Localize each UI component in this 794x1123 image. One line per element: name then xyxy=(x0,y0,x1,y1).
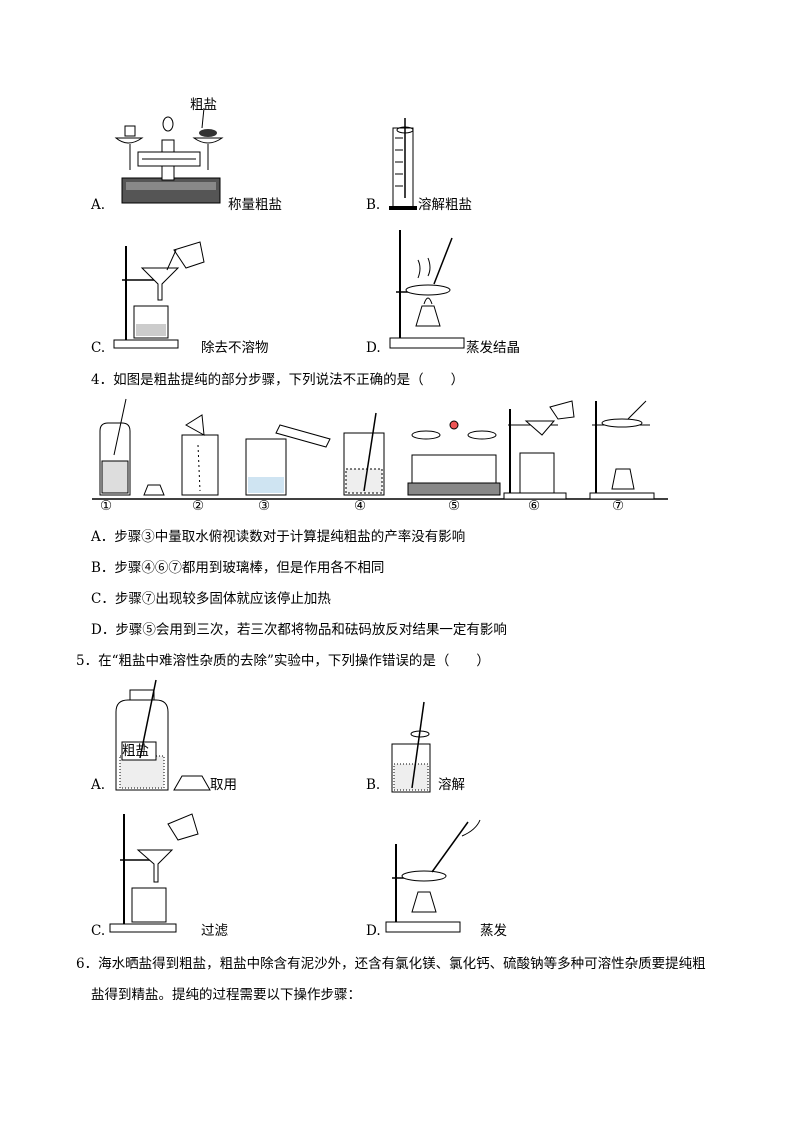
filtration-illustration xyxy=(108,810,208,936)
step-label: ② xyxy=(192,498,205,514)
evaporation-illustration xyxy=(384,816,484,936)
q4-option-b: B．步骤④⑥⑦都用到玻璃棒，但是作用各不相同 xyxy=(91,560,385,576)
option-letter: C. xyxy=(91,923,106,939)
option-label: 蒸发 xyxy=(480,923,507,939)
option-label: 溶解 xyxy=(438,777,465,793)
step-label: ③ xyxy=(258,498,271,514)
option-label: 蒸发结晶 xyxy=(466,340,520,356)
dissolve-beaker-illustration xyxy=(390,700,440,796)
q4-option-c: C．步骤⑦出现较多固体就应该停止加热 xyxy=(91,591,331,607)
option-label: 称量粗盐 xyxy=(228,197,282,213)
q4-option-a: A．步骤③中量取水俯视读数对于计算提纯粗盐的产率没有影响 xyxy=(91,529,466,545)
option-letter: D. xyxy=(366,340,381,356)
step-label: ① xyxy=(100,498,113,514)
step-label: ⑥ xyxy=(528,498,541,514)
balance-illustration xyxy=(108,100,228,210)
evaporation-illustration xyxy=(388,228,468,352)
q4-steps-figure: ① ② ③ ④ ⑤ ⑥ ⑦ xyxy=(90,395,670,515)
q5-stem: 5．在“粗盐中难溶性杂质的去除”实验中，下列操作错误的是（ ） xyxy=(76,653,490,669)
q6-stem-line2: 盐得到精盐。提纯的过程需要以下操作步骤： xyxy=(91,987,361,1003)
option-letter: B. xyxy=(366,197,381,213)
filtration-illustration xyxy=(112,240,212,352)
option-letter: C. xyxy=(91,340,106,356)
crude-salt-tag: 粗盐 xyxy=(190,97,217,113)
option-label: 除去不溶物 xyxy=(201,340,269,356)
option-letter: A. xyxy=(91,777,106,793)
option-letter: D. xyxy=(366,923,381,939)
step-label: ④ xyxy=(354,498,367,514)
option-letter: B. xyxy=(366,777,381,793)
option-label: 取用 xyxy=(210,777,237,793)
option-label: 过滤 xyxy=(201,923,228,939)
step-label: ⑤ xyxy=(448,498,461,514)
q4-option-d: D．步骤⑤会用到三次，若三次都将物品和砝码放反对结果一定有影响 xyxy=(91,622,507,638)
step-label: ⑦ xyxy=(612,498,625,514)
q6-stem-line1: 6．海水晒盐得到粗盐，粗盐中除含有泥沙外，还含有氯化镁、氯化钙、硫酸钠等多种可溶… xyxy=(76,956,706,972)
jar-label: 粗盐 xyxy=(122,743,149,759)
graduated-cylinder-illustration xyxy=(389,118,417,210)
reagent-jar-illustration xyxy=(110,676,250,794)
option-letter: A. xyxy=(91,197,106,213)
option-label: 溶解粗盐 xyxy=(418,197,472,213)
q4-stem: 4．如图是粗盐提纯的部分步骤，下列说法不正确的是（ ） xyxy=(91,372,465,388)
